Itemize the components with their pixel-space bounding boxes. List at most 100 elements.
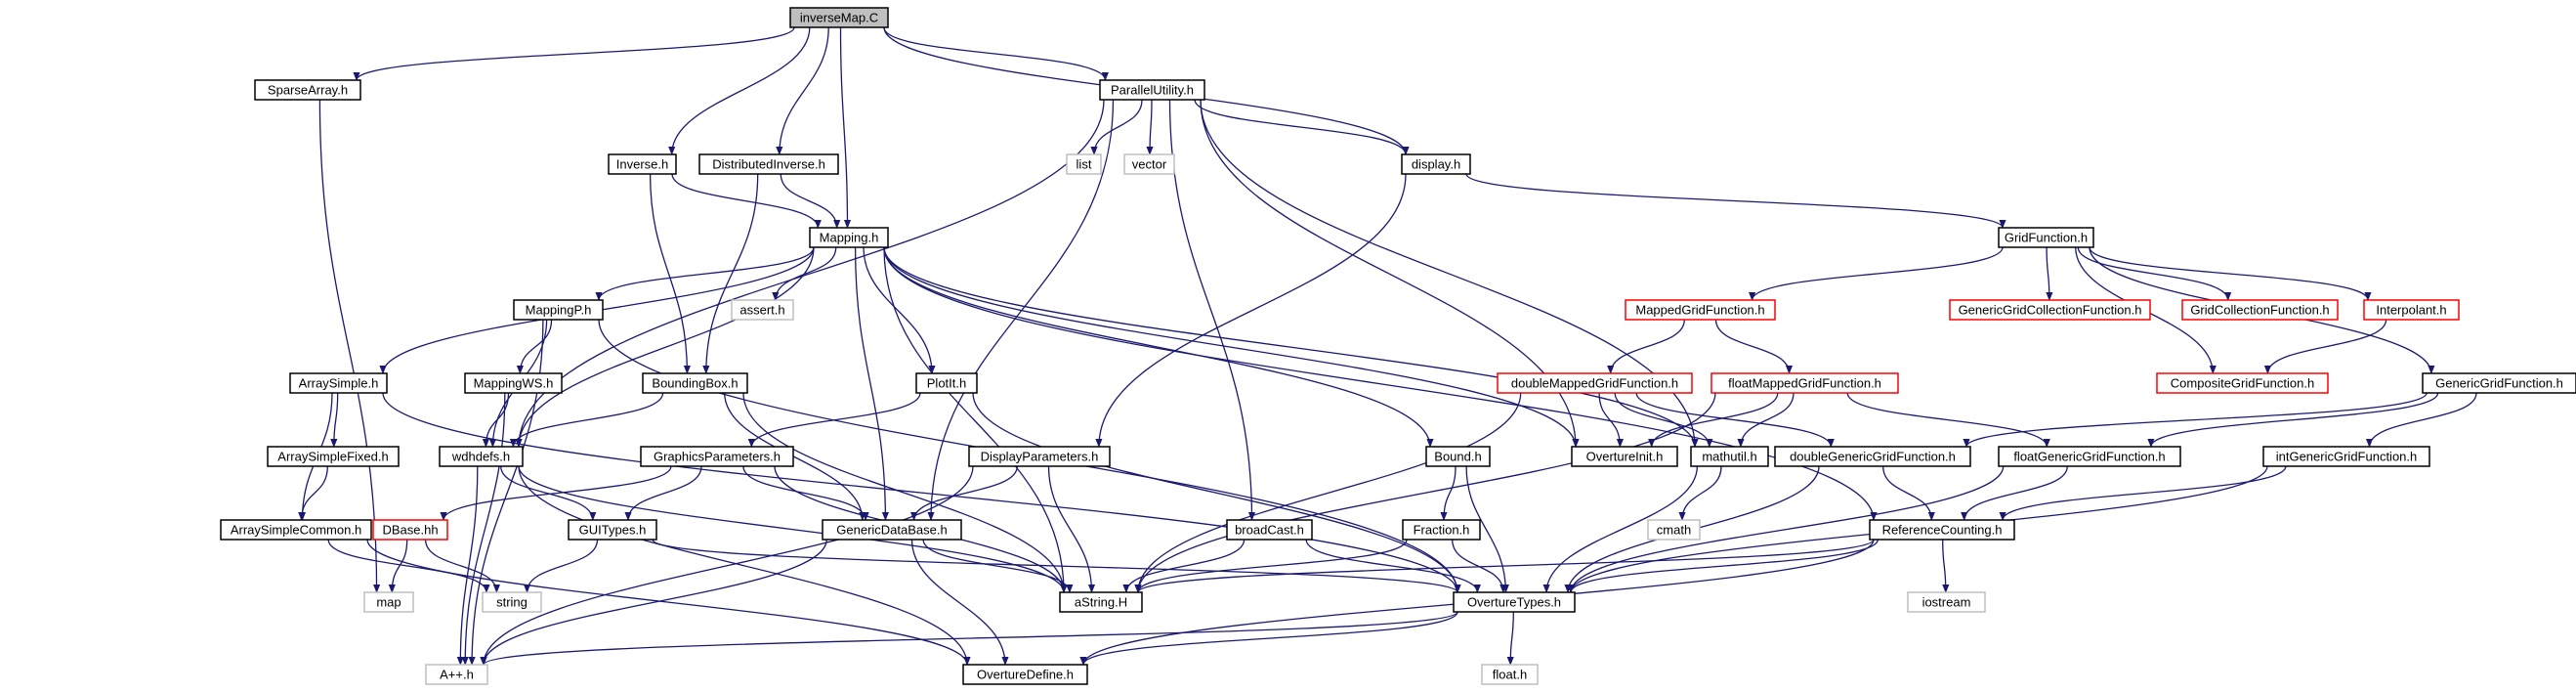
node-label: wdhdefs.h — [451, 450, 510, 464]
node-label: GridCollectionFunction.h — [2190, 303, 2329, 318]
edge-Mapping-to-aString — [883, 246, 1068, 593]
node-cmath: cmath — [1647, 519, 1701, 541]
edge-ArraySimple-to-OvertureTypes — [382, 392, 1461, 593]
node-OvertureDefine[interactable]: OvertureDefine.h — [962, 664, 1088, 685]
edge-DBase-to-string — [424, 539, 500, 593]
node-Bound[interactable]: Bound.h — [1425, 446, 1491, 467]
node-ArraySimple[interactable]: ArraySimple.h — [289, 372, 388, 394]
edge-line — [1090, 99, 1143, 155]
node-ReferenceCounting[interactable]: ReferenceCounting.h — [1869, 519, 2015, 541]
node-ParallelUtility[interactable]: ParallelUtility.h — [1099, 79, 1205, 101]
node-doubleMappedGridFunction[interactable]: doubleMappedGridFunction.h — [1497, 372, 1693, 394]
edge-line — [1452, 539, 1507, 593]
node-floatMappedGridFunction[interactable]: floatMappedGridFunction.h — [1710, 372, 1899, 394]
node-box — [372, 519, 448, 541]
edge-GridFunction-to-GridCollectionFunction — [2077, 246, 2232, 301]
edge-floatMappedGridFunction-to-floatGenericGridFunction — [1846, 392, 2050, 448]
edge-DisplayParameters-to-aString — [1047, 465, 1096, 593]
node-Fraction[interactable]: Fraction.h — [1402, 519, 1481, 541]
node-SparseArray[interactable]: SparseArray.h — [254, 79, 361, 101]
node-inverseMap[interactable]: inverseMap.C — [789, 7, 889, 28]
edge-GraphicsParameters-to-GenericDataBase — [742, 465, 869, 521]
node-intGenericGridFunction[interactable]: intGenericGridFunction.h — [2262, 446, 2430, 467]
edge-line — [671, 173, 822, 229]
node-label: Mapping.h — [820, 231, 879, 245]
edge-inverseMap-to-SparseArray — [353, 26, 795, 81]
node-GraphicsParameters[interactable]: GraphicsParameters.h — [640, 446, 794, 467]
edge-line — [1134, 392, 1716, 593]
edge-Interpolant-to-CompositeGridFunction — [2263, 319, 2387, 374]
node-DBase[interactable]: DBase.hh — [372, 519, 448, 541]
edge-wdhdefs-to-aString — [518, 465, 1068, 593]
node-label: GenericDataBase.h — [836, 523, 947, 538]
node-vector: vector — [1123, 153, 1175, 175]
edge-GraphicsParameters-to-DBase — [440, 465, 672, 521]
node-DistributedInverse[interactable]: DistributedInverse.h — [698, 153, 839, 175]
node-OvertureTypes[interactable]: OvertureTypes.h — [1453, 591, 1576, 613]
node-label: floatGenericGridFunction.h — [2013, 450, 2165, 464]
node-OvertureInit[interactable]: OvertureInit.h — [1571, 446, 1678, 467]
edge-inverseMap-to-DistributedInverse — [776, 26, 829, 155]
node-PlotIt[interactable]: PlotIt.h — [915, 372, 978, 394]
node-box — [1059, 591, 1143, 613]
node-box — [1401, 153, 1471, 175]
node-MappedGridFunction[interactable]: MappedGridFunction.h — [1625, 299, 1776, 321]
node-doubleGenericGridFunction[interactable]: doubleGenericGridFunction.h — [1774, 446, 1971, 467]
edge-line — [883, 246, 1699, 448]
node-GUITypes[interactable]: GUITypes.h — [568, 519, 657, 541]
node-label: vector — [1132, 157, 1167, 172]
node-mathutil[interactable]: mathutil.h — [1690, 446, 1769, 467]
node-display[interactable]: display.h — [1401, 153, 1471, 175]
edge-line — [1942, 539, 1950, 593]
edge-intGenericGridFunction-to-ReferenceCounting — [1999, 465, 2287, 521]
node-label: Interpolant.h — [2376, 303, 2446, 318]
node-label: inverseMap.C — [800, 11, 878, 25]
node-BoundingBox[interactable]: BoundingBox.h — [642, 372, 748, 394]
edge-Mapping-to-GenericDataBase — [854, 246, 889, 521]
node-box — [1226, 519, 1313, 541]
node-floatGenericGridFunction[interactable]: floatGenericGridFunction.h — [1998, 446, 2181, 467]
node-box — [642, 372, 748, 394]
node-GridFunction[interactable]: GridFunction.h — [1998, 227, 2094, 248]
edge-GUITypes-to-OvertureTypes — [652, 539, 1461, 593]
edge-MappingWS-to-wdhdefs — [482, 392, 510, 448]
node-box — [608, 153, 677, 175]
node-broadCast[interactable]: broadCast.h — [1226, 519, 1313, 541]
edge-line — [595, 246, 815, 301]
edge-ParallelUtility-to-GenericDataBase — [927, 99, 1115, 521]
edge-Inverse-to-Mapping — [671, 173, 822, 229]
node-Mapping[interactable]: Mapping.h — [809, 227, 889, 248]
edge-line — [1168, 99, 1256, 521]
edge-ArraySimpleFixed-to-ArraySimpleCommon — [298, 465, 328, 521]
node-CompositeGridFunction[interactable]: CompositeGridFunction.h — [2156, 372, 2329, 394]
edge-broadCast-to-OvertureTypes — [1305, 539, 1481, 593]
node-GenericGridFunction[interactable]: GenericGridFunction.h — [2422, 372, 2576, 394]
edge-Mapping-to-OvertureInit — [883, 246, 1580, 448]
edge-inverseMap-to-Inverse — [668, 26, 811, 155]
edge-doubleGenericGridFunction-to-ReferenceCounting — [1882, 465, 1935, 521]
node-ArraySimpleFixed[interactable]: ArraySimpleFixed.h — [267, 446, 400, 467]
node-GenericGridCollectionFunction[interactable]: GenericGridCollectionFunction.h — [1949, 299, 2151, 321]
edge-line — [1465, 465, 1509, 593]
node-MappingP[interactable]: MappingP.h — [513, 299, 604, 321]
edge-DBase-to-map — [388, 539, 408, 593]
edge-line — [1079, 611, 1458, 666]
node-GenericDataBase[interactable]: GenericDataBase.h — [822, 519, 962, 541]
edge-MappingP-to-MappingWS — [516, 319, 553, 374]
node-MappingWS[interactable]: MappingWS.h — [464, 372, 563, 394]
node-GridCollectionFunction[interactable]: GridCollectionFunction.h — [2181, 299, 2339, 321]
edge-GridFunction-to-Interpolant — [2089, 246, 2372, 301]
node-box — [1099, 79, 1205, 101]
node-wdhdefs[interactable]: wdhdefs.h — [439, 446, 524, 467]
edge-line — [480, 465, 974, 666]
edge-ReferenceCounting-to-iostream — [1942, 539, 1950, 593]
node-DisplayParameters[interactable]: DisplayParameters.h — [968, 446, 1111, 467]
node-aString[interactable]: aString.H — [1059, 591, 1143, 613]
edge-line — [2077, 246, 2232, 301]
node-box — [1647, 519, 1701, 541]
node-ArraySimpleCommon[interactable]: ArraySimpleCommon.h — [220, 519, 372, 541]
node-Inverse[interactable]: Inverse.h — [608, 153, 677, 175]
node-box — [1998, 446, 2181, 467]
node-Interpolant[interactable]: Interpolant.h — [2363, 299, 2460, 321]
